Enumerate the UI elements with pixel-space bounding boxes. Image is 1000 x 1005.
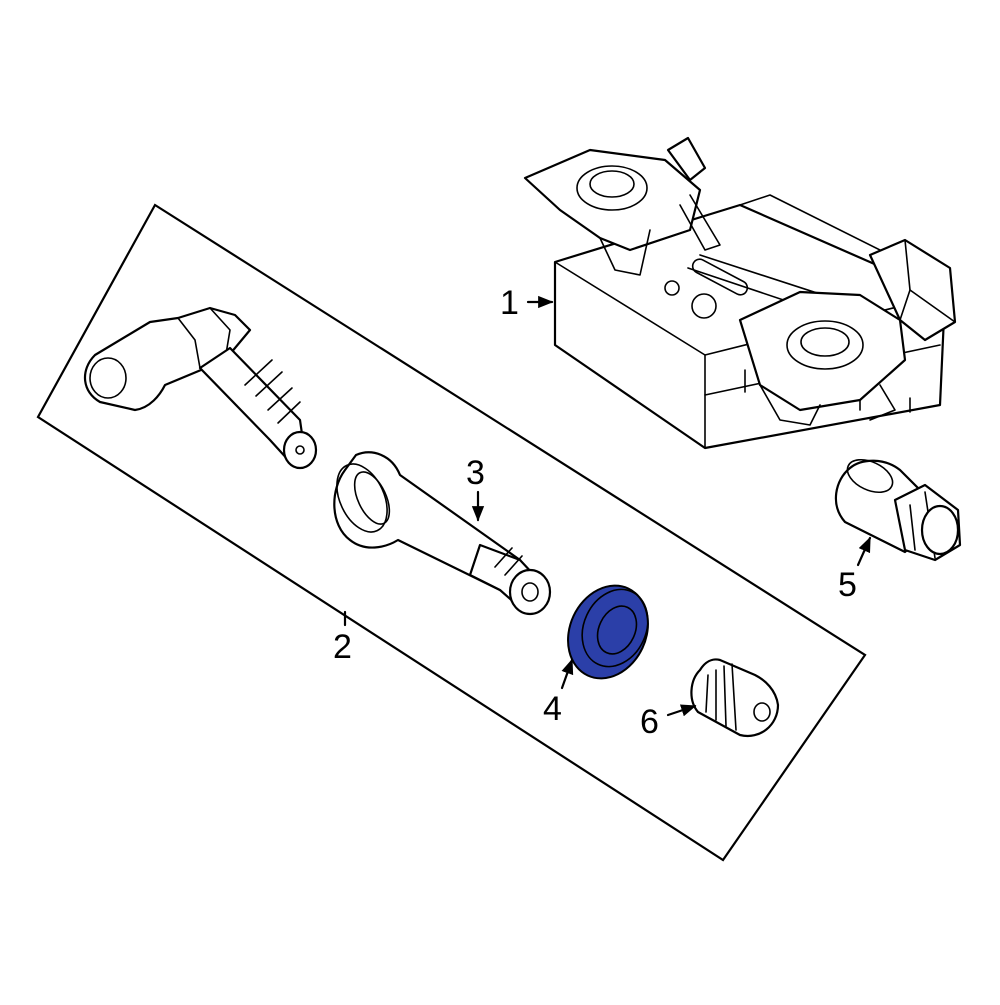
callout-5: 5 <box>838 566 857 604</box>
tpms-sensor[interactable] <box>84 306 318 470</box>
control-module[interactable] <box>523 136 957 450</box>
callout-3: 3 <box>466 454 485 492</box>
grommet-seal[interactable] <box>553 572 662 691</box>
valve-stem[interactable] <box>327 451 552 616</box>
callout-1: 1 <box>500 284 519 322</box>
kit-outline-box <box>36 203 867 862</box>
callout-2: 2 <box>333 628 352 666</box>
callout-6: 6 <box>640 703 659 741</box>
callout-4: 4 <box>543 690 562 728</box>
valve-cap-small[interactable] <box>690 658 780 738</box>
valve-cap-large[interactable] <box>834 453 962 562</box>
callout-leaders <box>343 295 872 717</box>
